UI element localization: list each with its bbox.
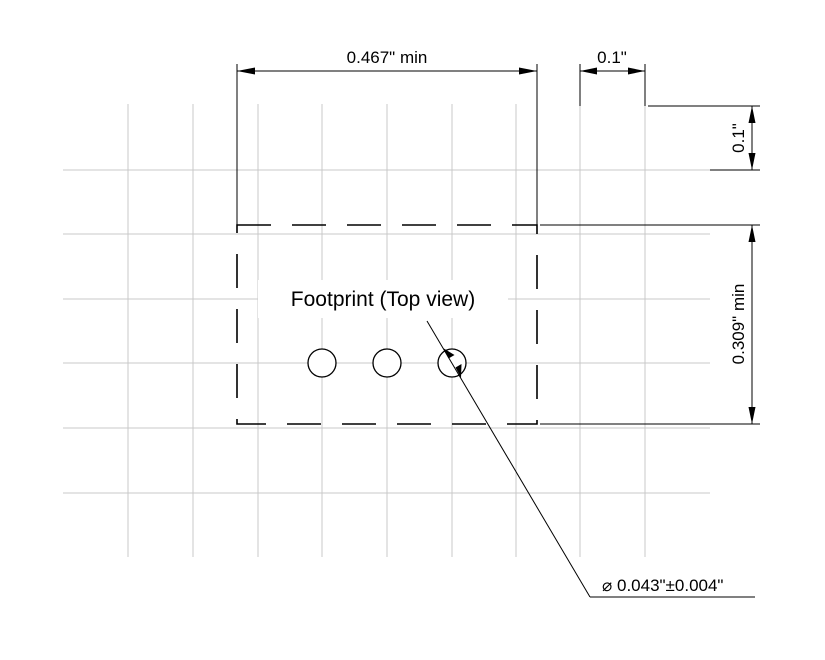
width-dimension-label: 0.467" min (347, 48, 428, 67)
arrow-right (519, 67, 537, 75)
row-pitch-dimension: 0.1" (648, 105, 760, 171)
leader-arrow-upper (443, 348, 455, 359)
arrow-down (748, 153, 756, 170)
pitch-dimension-label: 0.1" (597, 48, 627, 67)
height-dimension-label: 0.309" min (729, 284, 748, 365)
arrow-right (628, 67, 645, 75)
arrow-left (580, 67, 597, 75)
arrow-left (237, 67, 255, 75)
footprint-title: Footprint (Top view) (291, 288, 475, 311)
pin-holes (307, 348, 467, 378)
width-dimension: 0.467" min (236, 48, 538, 225)
hole-diameter-callout: ⌀ 0.043"±0.004" (602, 576, 723, 595)
arrow-up (748, 225, 756, 242)
title-backdrop (258, 280, 508, 318)
row-pitch-dimension-label: 0.1" (729, 123, 748, 153)
footprint-outline (236, 224, 538, 425)
leader-arrow-lower (455, 364, 462, 378)
arrow-up (748, 106, 756, 123)
diameter-symbol-icon: ⌀ (602, 576, 612, 595)
pin-hole (307, 348, 337, 378)
arrow-down (748, 407, 756, 424)
hole-diameter-value: 0.043"±0.004" (617, 576, 723, 595)
background-grid (63, 104, 710, 557)
pitch-dimension: 0.1" (579, 48, 646, 106)
pin-hole (372, 348, 402, 378)
height-dimension: 0.309" min (540, 224, 760, 425)
hole-callout-leader (426, 320, 755, 598)
